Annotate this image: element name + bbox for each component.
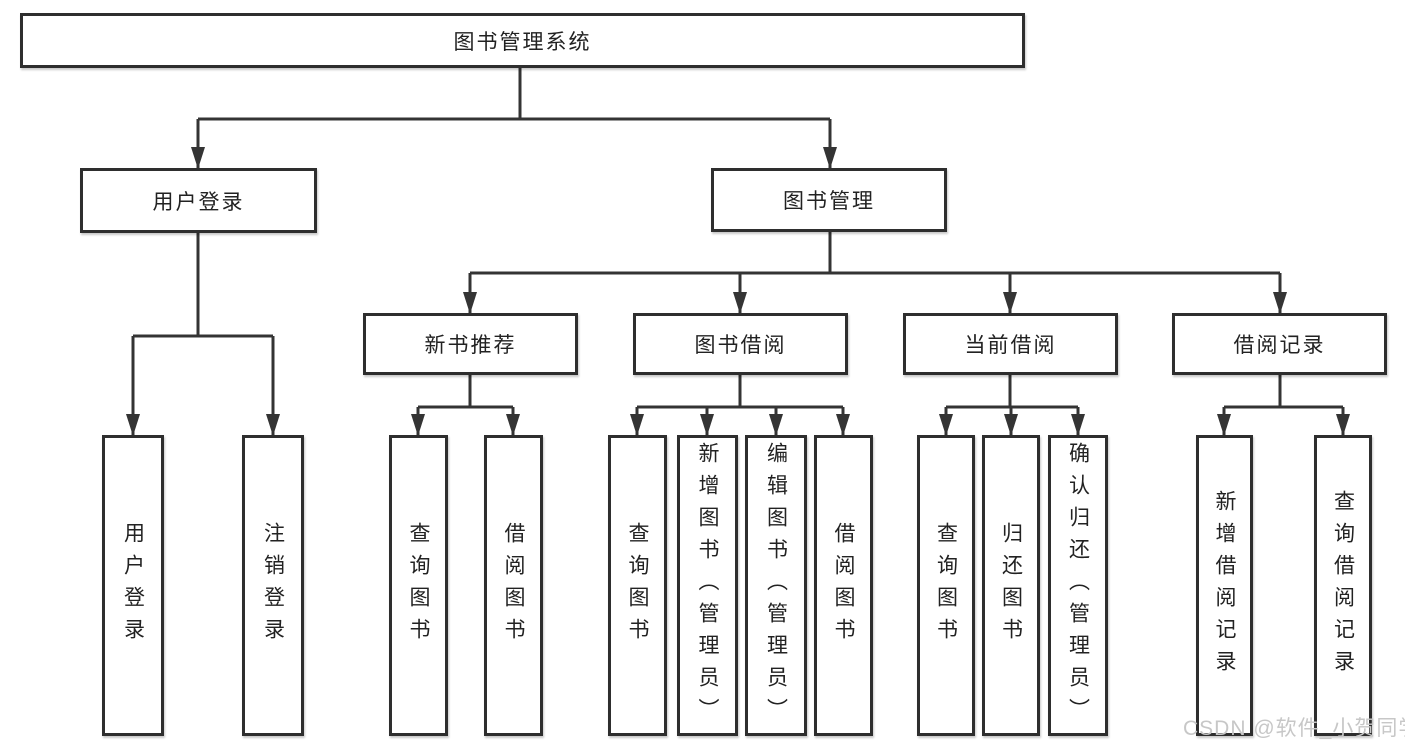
node-current-borrow-label: 当前借阅 (964, 334, 1057, 357)
node-current-borrow: 当前借阅 (903, 313, 1118, 375)
leaf-user-login-label: 用户登录 (121, 521, 145, 650)
leaf-borrow-books: 借阅图书 (814, 435, 873, 736)
connector-book-borrow-children (630, 375, 850, 436)
node-book-borrow: 图书借阅 (633, 313, 848, 375)
leaf-query-books-current: 查询图书 (917, 435, 975, 736)
node-root-label: 图书管理系统 (453, 30, 592, 54)
leaf-logout: 注销登录 (242, 435, 304, 736)
leaf-query-books-recommend-label: 查询图书 (407, 521, 430, 650)
leaf-borrow-books-recommend-label: 借阅图书 (502, 521, 525, 650)
leaf-logout-label: 注销登录 (261, 521, 285, 650)
leaf-return-books-label: 归还图书 (999, 521, 1023, 650)
leaf-borrow-books-label: 借阅图书 (832, 521, 855, 650)
leaf-query-borrow-record-label: 查询借阅记录 (1331, 489, 1355, 682)
node-new-book-recommend: 新书推荐 (363, 313, 578, 375)
leaf-query-books-current-label: 查询图书 (934, 521, 958, 650)
node-book-management-label: 图书管理 (783, 190, 875, 213)
leaf-confirm-return-admin: 确认归还（管理员） (1048, 435, 1108, 736)
leaf-query-books-recommend: 查询图书 (389, 435, 448, 736)
connector-new-book-children (411, 375, 520, 436)
csdn-watermark: CSDN @软件_小贺同学 (1183, 717, 1405, 740)
leaf-query-books-borrow: 查询图书 (608, 435, 667, 736)
leaf-add-borrow-record-label: 新增借阅记录 (1213, 489, 1236, 682)
node-user-login: 用户登录 (80, 168, 317, 233)
leaf-edit-books-admin-label: 编辑图书（管理员） (764, 441, 788, 730)
connector-borrow-records-children (1217, 375, 1350, 436)
node-new-book-recommend-label: 新书推荐 (424, 334, 517, 357)
leaf-edit-books-admin: 编辑图书（管理员） (745, 435, 807, 736)
leaf-return-books: 归还图书 (982, 435, 1040, 736)
node-borrow-records: 借阅记录 (1172, 313, 1387, 375)
connector-current-borrow-children (939, 375, 1085, 436)
connector-user-login-children (126, 233, 280, 436)
node-book-management: 图书管理 (711, 168, 947, 232)
leaf-query-books-borrow-label: 查询图书 (626, 521, 649, 650)
leaf-confirm-return-admin-label: 确认归还（管理员） (1066, 441, 1090, 730)
leaf-query-borrow-record: 查询借阅记录 (1314, 435, 1372, 736)
connector-root-to-level2 (191, 68, 837, 169)
connector-book-management-children (463, 232, 1287, 314)
leaf-add-books-admin: 新增图书（管理员） (677, 435, 738, 736)
node-borrow-records-label: 借阅记录 (1233, 334, 1326, 357)
node-user-login-label: 用户登录 (152, 190, 245, 214)
node-root-library-system: 图书管理系统 (20, 13, 1025, 68)
leaf-borrow-books-recommend: 借阅图书 (484, 435, 543, 736)
leaf-add-books-admin-label: 新增图书（管理员） (696, 441, 719, 730)
node-book-borrow-label: 图书借阅 (694, 334, 787, 357)
leaf-user-login: 用户登录 (102, 435, 164, 736)
leaf-add-borrow-record: 新增借阅记录 (1196, 435, 1253, 736)
